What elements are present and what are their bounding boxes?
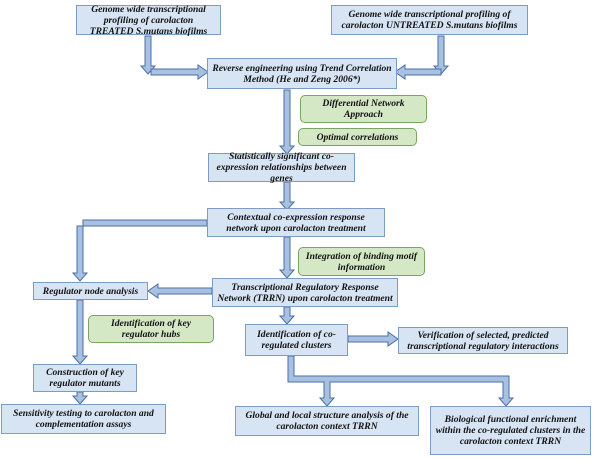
node-key-hubs: Identification of key regulator hubs (88, 315, 214, 343)
node-contextual: Contextual co-expression response networ… (207, 208, 385, 237)
arrow-regulator-down (71, 299, 89, 365)
node-global-local: Global and local structure analysis of t… (235, 406, 419, 436)
arrow-coregulated-down-branch (287, 355, 515, 407)
arrow-treated-right (150, 64, 209, 80)
node-differential-network: Differential Network Approach (300, 95, 427, 123)
node-trrn: Transcriptional Regulatory Response Netw… (212, 278, 398, 307)
node-optimal-correlations: Optimal correlations (298, 128, 417, 146)
arrow-untreated-left (394, 64, 442, 80)
arrow-trrn-left (147, 283, 213, 299)
arrow-mutants-down (71, 391, 89, 405)
arrow-reverse-down (278, 89, 296, 155)
node-integration: Integration of binding motif information (298, 247, 425, 276)
node-coregulated: Identification of co-regulated clusters (245, 324, 348, 356)
node-untreated: Genome wide transcriptional profiling of… (331, 5, 528, 35)
node-biological-enrichment: Biological functional enrichment within … (430, 406, 591, 455)
arrow-coregulated-right (347, 331, 399, 347)
node-mutants: Construction of key regulator mutants (33, 364, 137, 392)
arrow-treated-down (139, 35, 157, 75)
arrow-contextual-down (278, 236, 296, 279)
node-reverse-engineering: Reverse engineering using Trend Correlat… (207, 58, 397, 89)
arrow-contextual-left (71, 219, 208, 282)
arrow-statistical-down (278, 181, 296, 211)
node-treated: Genome wide transcriptional profiling of… (76, 4, 221, 37)
arrow-untreated-down (432, 35, 450, 75)
arrow-trrn-down (278, 306, 296, 325)
node-verification: Verification of selected, predicted tran… (398, 327, 568, 354)
node-sensitivity: Sensitivity testing to carolacton and co… (1, 404, 166, 434)
node-statistical: Statistically significant co-expression … (208, 151, 355, 184)
node-regulator-node: Regulator node analysis (33, 282, 148, 300)
